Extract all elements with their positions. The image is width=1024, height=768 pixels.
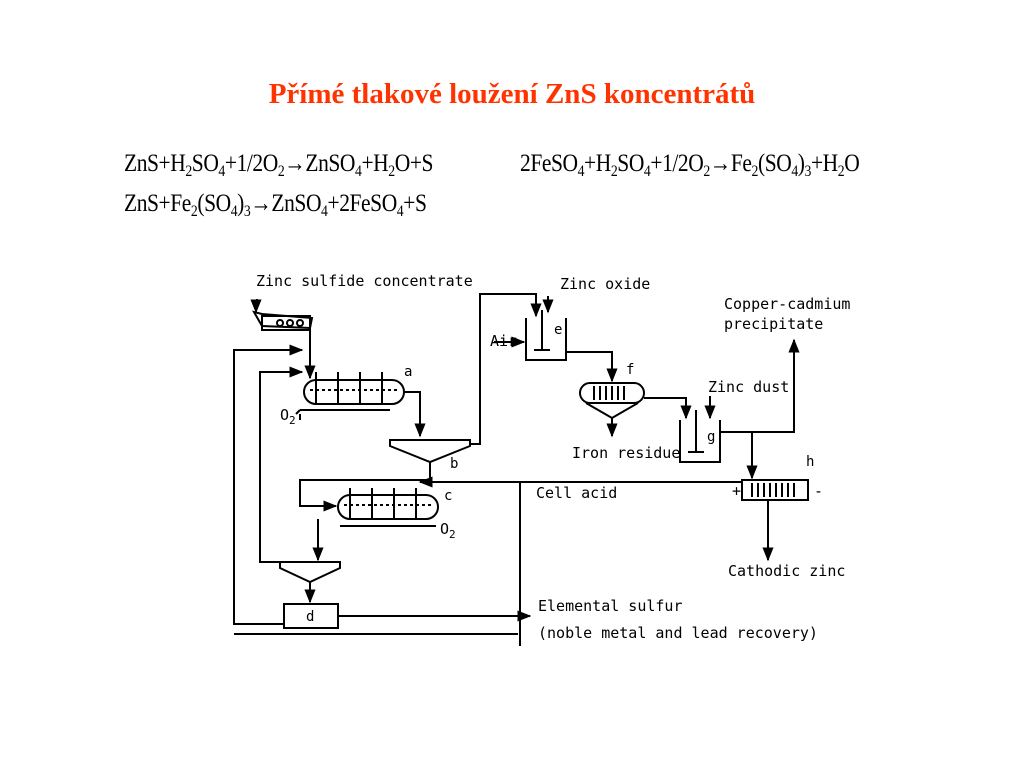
equation-zns-ferric-leach: ZnS+Fe2(SO4)3→ZnSO4+2FeSO4+S — [124, 190, 427, 220]
tag-b: b — [450, 456, 458, 472]
purification-tank-g — [679, 410, 721, 463]
electrolysis-cell-h — [741, 479, 809, 501]
label-cell-acid: Cell acid — [536, 484, 617, 502]
leach-autoclave-c — [337, 488, 439, 520]
label-cathode-minus: - — [814, 482, 823, 500]
label-copper-cadmium: Copper-cadmium — [724, 295, 850, 313]
tag-d: d — [306, 609, 314, 625]
label-anode-plus: + — [732, 482, 741, 500]
tag-e: e — [554, 322, 562, 338]
tag-c: c — [444, 488, 452, 504]
label-elemental-sulfur: Elemental sulfur — [538, 597, 683, 615]
slide-title: Přímé tlakové loužení ZnS koncentrátů — [268, 78, 756, 110]
label-zinc-dust: Zinc dust — [708, 378, 789, 396]
tag-f: f — [626, 362, 634, 378]
leach-autoclave-a — [303, 372, 405, 405]
tag-a: a — [404, 364, 412, 380]
neutralization-tank-e — [525, 310, 567, 361]
label-precipitate: precipitate — [724, 315, 823, 333]
tag-g: g — [707, 429, 715, 445]
label-zinc-oxide: Zinc oxide — [560, 275, 650, 293]
thickener-b — [389, 439, 471, 464]
label-noble-metal: (noble metal and lead recovery) — [538, 624, 818, 642]
label-cathodic-zinc: Cathodic zinc — [728, 562, 845, 580]
concentrate-feeder — [250, 299, 314, 331]
label-iron-residue: Iron residue — [572, 444, 680, 462]
iron-separator-f — [579, 382, 645, 420]
equation-ferrous-oxidation: 2FeSO4+H2SO4+1/2O2→Fe2(SO4)3+H2O — [520, 150, 860, 180]
label-o2-a: O2 — [280, 406, 296, 427]
thickener-2 — [279, 561, 341, 584]
label-air: Air — [490, 332, 517, 350]
tag-h: h — [806, 454, 814, 470]
label-zinc-sulfide-concentrate: Zinc sulfide concentrate — [256, 272, 473, 290]
equation-zns-oxygen-leach: ZnS+H2SO4+1/2O2→ZnSO4+H2O+S — [124, 150, 434, 180]
label-o2-c: O2 — [440, 520, 456, 541]
